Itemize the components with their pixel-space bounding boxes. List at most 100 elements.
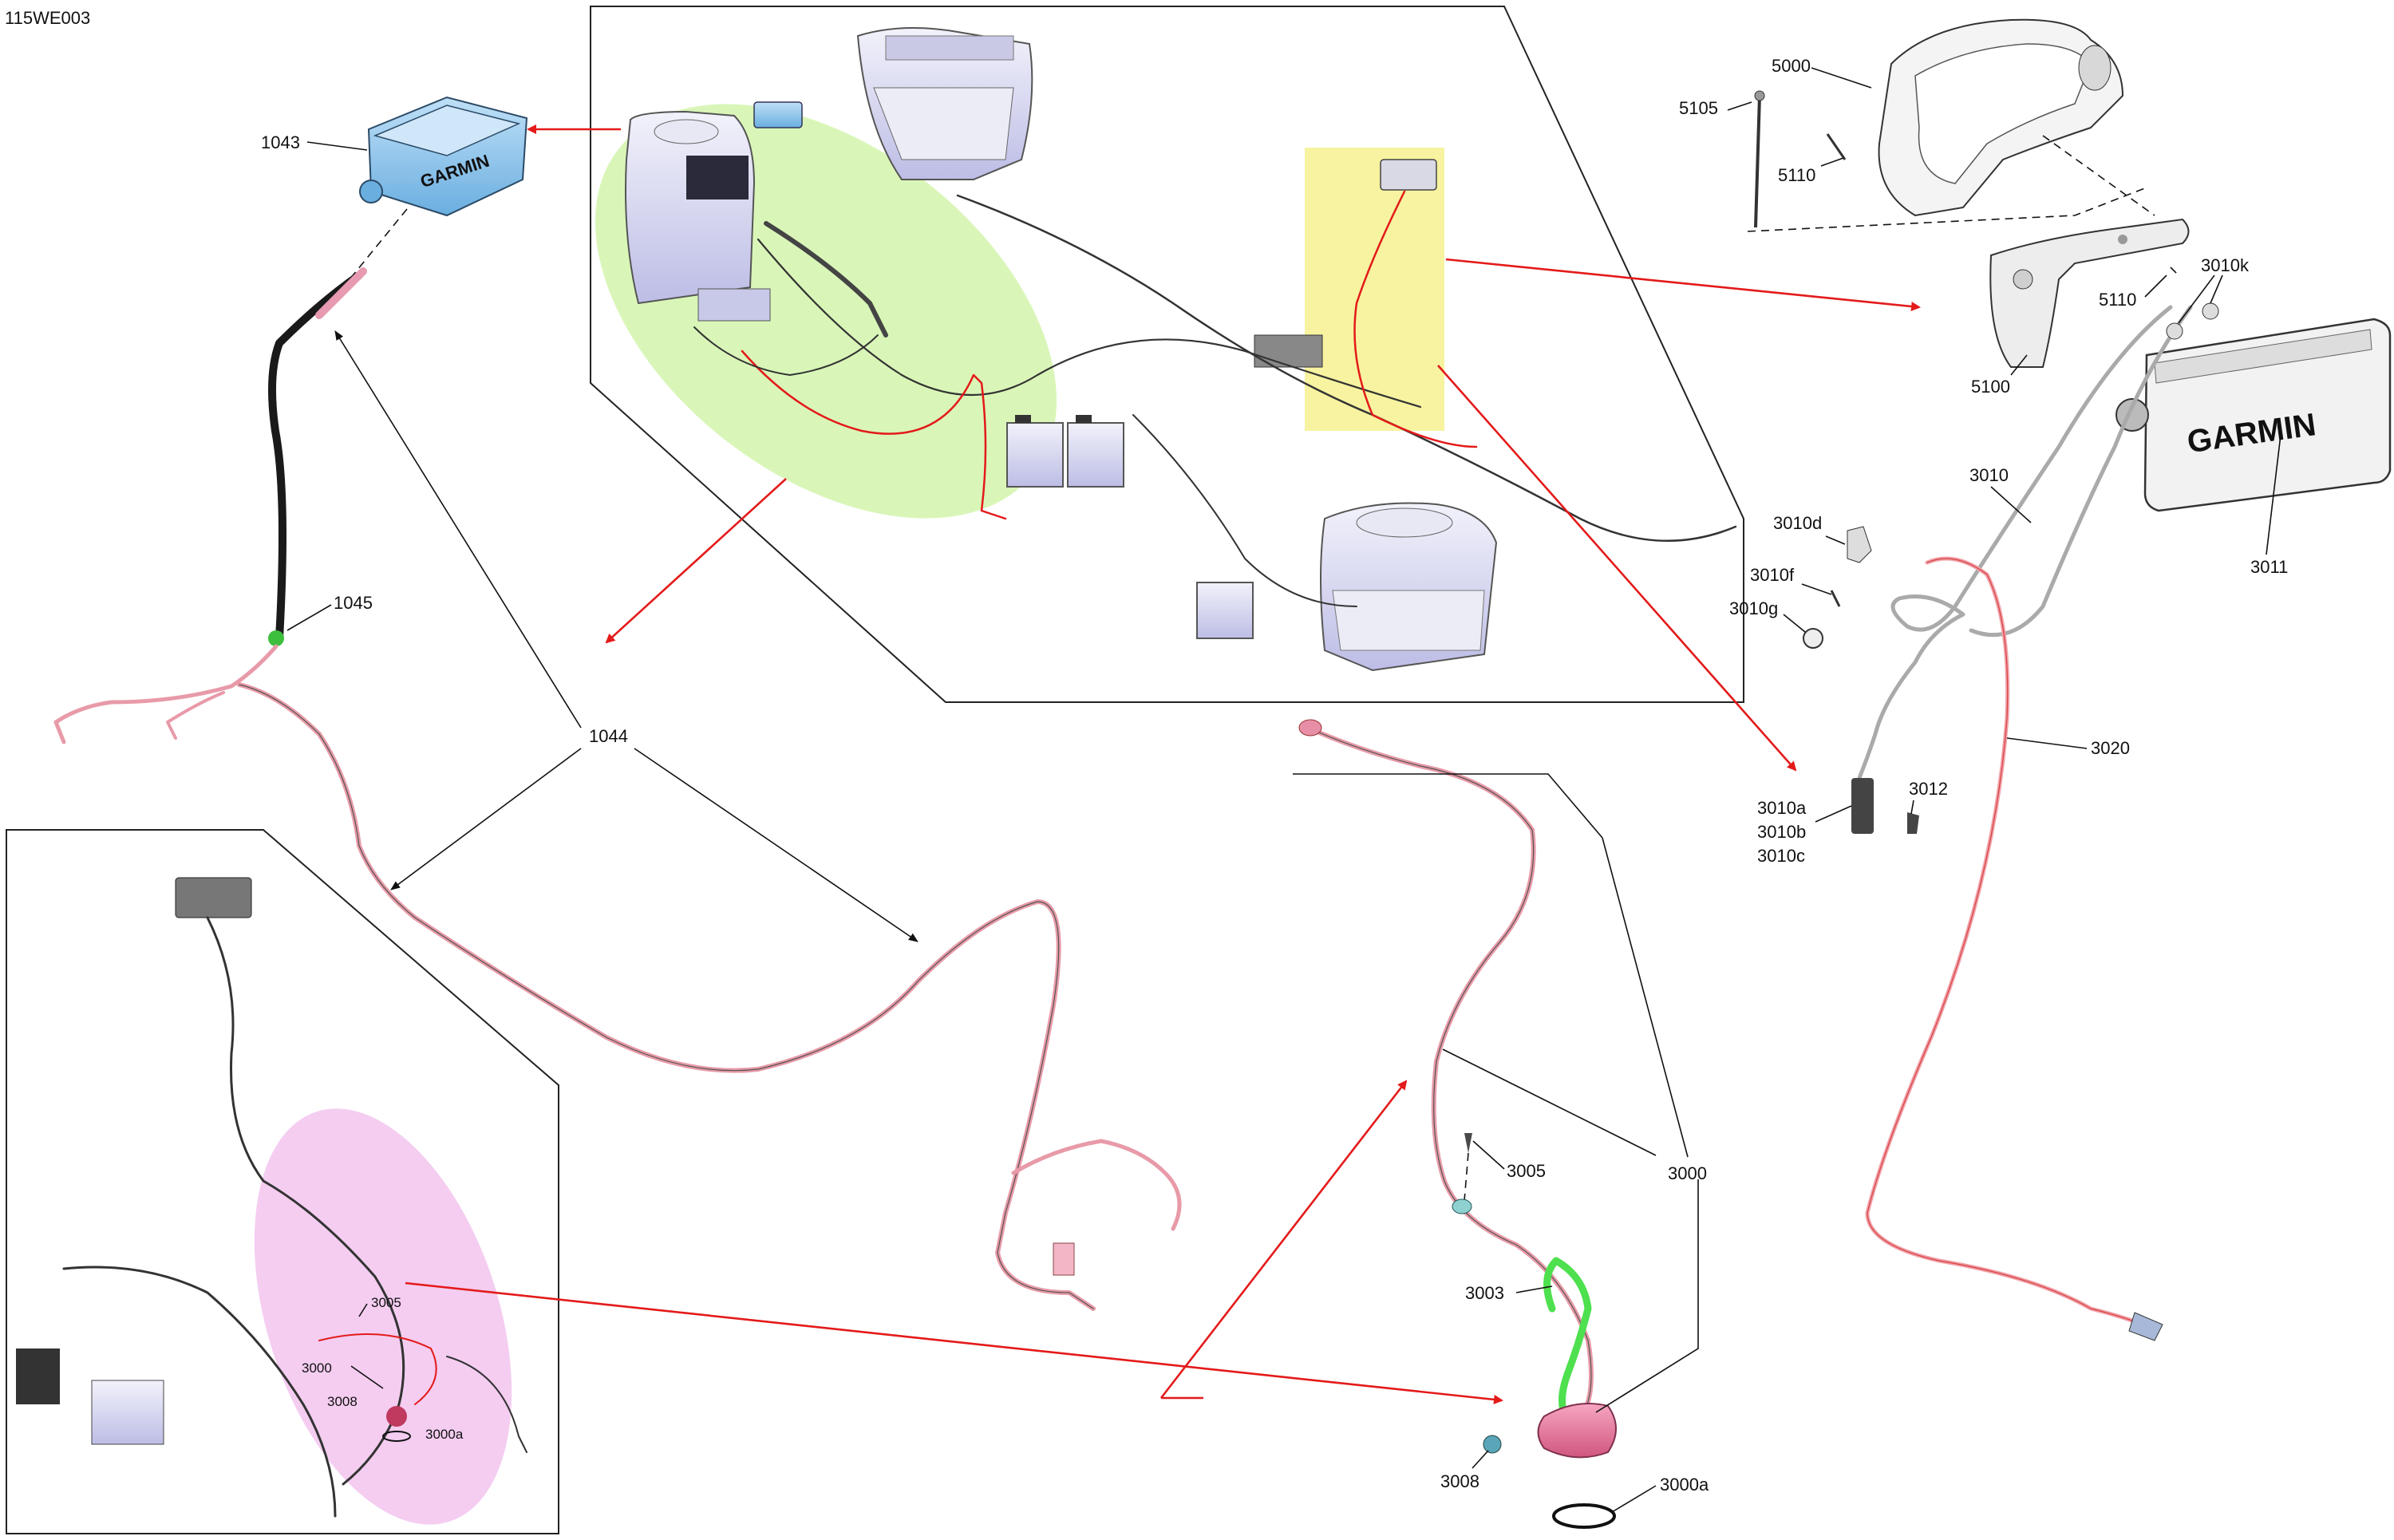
cable-1045-pink-end xyxy=(315,267,367,319)
lead-1044-left xyxy=(390,748,582,890)
callout-3010f: 3010f xyxy=(1750,565,1795,585)
inset-gasket xyxy=(382,1431,411,1442)
hose-3003 xyxy=(1552,1257,1592,1424)
callout-1045: 1045 xyxy=(334,593,373,613)
lead-3010d xyxy=(1825,535,1846,545)
callout-3000a-main: 3000a xyxy=(1660,1475,1709,1495)
inset-display-unit xyxy=(175,877,252,918)
arrow-to-3010a xyxy=(1437,365,1797,772)
lead-3000-mid xyxy=(1442,1048,1657,1156)
dash-5000 xyxy=(1747,187,2147,232)
inset-frame-bottom xyxy=(6,829,559,1534)
inset-harness-main xyxy=(206,916,405,1486)
lead-3012 xyxy=(1910,800,1914,815)
lead-3010 xyxy=(1990,486,2032,523)
lead-3000-top xyxy=(1293,773,1603,839)
lead-3005-inset xyxy=(358,1303,368,1317)
callout-3000a-inset: 3000a xyxy=(425,1427,464,1442)
cable-1045-black xyxy=(268,271,363,642)
lead-5105 xyxy=(1727,101,1752,111)
highlight-green-zone xyxy=(595,104,1057,519)
harness-branch-b xyxy=(1132,414,1357,607)
lead-1045 xyxy=(286,604,332,631)
callout-5105: 5105 xyxy=(1679,98,1718,118)
bracket-cover-5000 xyxy=(1878,18,2124,217)
callout-3011: 3011 xyxy=(2250,557,2288,577)
harness-1044-tail xyxy=(1011,1139,1182,1231)
inset-battery xyxy=(91,1380,164,1445)
lead-3010f xyxy=(1801,583,1832,595)
arrow-to-lower-inset xyxy=(605,478,787,644)
callout-3010k: 3010k xyxy=(2201,255,2250,275)
cable-1045-pigtail xyxy=(53,644,279,744)
lead-5000 xyxy=(1811,67,1872,89)
hose-3003-loop xyxy=(1543,1257,1560,1313)
lead-3000a xyxy=(1611,1485,1657,1513)
callout-5100: 5100 xyxy=(1971,377,2010,397)
lead-3000-right xyxy=(1602,837,1689,1158)
cap-3010k-a xyxy=(2166,322,2183,340)
callout-3010b: 3010b xyxy=(1757,822,1806,842)
lead-3003 xyxy=(1515,1285,1553,1293)
inset-red-wire xyxy=(318,1333,437,1405)
lead-5100 xyxy=(2010,354,2028,376)
module-green-zone xyxy=(697,288,771,322)
callout-3010g: 3010g xyxy=(1729,598,1778,618)
pin-3010f xyxy=(1830,590,1841,607)
cable-3000 xyxy=(1302,724,1594,1415)
lead-3005 xyxy=(1472,1140,1505,1170)
clip-3005 xyxy=(1452,1198,1472,1214)
garmin-module-small xyxy=(753,101,803,128)
screw-5110-a xyxy=(1826,133,1847,160)
battery-single xyxy=(1196,582,1254,639)
callout-3010: 3010 xyxy=(1969,465,2009,485)
screw-3005 xyxy=(1464,1133,1472,1153)
battery-pair xyxy=(1006,415,1124,488)
lead-3011 xyxy=(2266,434,2281,555)
clip-3012 xyxy=(1907,812,1919,834)
harness-branch-a xyxy=(757,238,1422,409)
callout-3010c: 3010c xyxy=(1757,846,1805,866)
garmin-display-3011: GARMIN xyxy=(2115,318,2392,512)
cable-3010-b xyxy=(1969,305,2193,638)
callout-3020: 3020 xyxy=(2091,738,2130,758)
connector-3010d xyxy=(1847,526,1872,563)
callout-3008-main: 3008 xyxy=(1440,1471,1479,1491)
cable-1045-pigtail-b xyxy=(166,691,225,740)
connector-knob-icon xyxy=(359,180,383,203)
callout-1044: 1044 xyxy=(589,726,628,746)
lead-1044-up xyxy=(334,330,582,729)
lead-5110-a xyxy=(1820,157,1844,167)
harness-loop xyxy=(693,326,879,376)
cable-1045-green-clip xyxy=(268,630,284,646)
callout-3005-main: 3005 xyxy=(1507,1161,1546,1181)
callout-5110-a: 5110 xyxy=(1778,165,1815,185)
cable-3000-plug xyxy=(1298,719,1322,736)
bracket-5100 xyxy=(1989,218,2190,368)
cap-3010k-b xyxy=(2202,302,2219,320)
steering-cable xyxy=(764,221,888,338)
cable-3010 xyxy=(1857,305,2173,780)
transducer-3000 xyxy=(1537,1402,1617,1459)
callout-1043: 1043 xyxy=(261,132,300,152)
red-wire-yellow-zone xyxy=(1353,190,1478,448)
gasket-3000a xyxy=(1552,1503,1616,1529)
callout-3010d: 3010d xyxy=(1773,513,1822,533)
inset-frame-top xyxy=(590,6,1744,703)
cable-3020-core xyxy=(1867,558,2143,1325)
cable-3000-core xyxy=(1304,725,1592,1413)
cable-3020-plug xyxy=(2128,1312,2163,1341)
harness-1044-connector xyxy=(1053,1242,1075,1276)
lead-3020 xyxy=(2006,737,2088,749)
callout-5110-b: 5110 xyxy=(2099,290,2136,310)
lead-1043 xyxy=(306,141,368,151)
inset-harness-tail xyxy=(446,1356,527,1453)
inset-harness-branch xyxy=(62,1266,337,1518)
lead-3008 xyxy=(1472,1450,1489,1469)
highlight-pink-zone xyxy=(254,1108,512,1525)
callout-3008-inset: 3008 xyxy=(327,1394,358,1409)
inset-speaker-puck xyxy=(386,1406,407,1427)
callout-3005-inset: 3005 xyxy=(371,1295,401,1310)
highlight-yellow-zone xyxy=(1305,148,1444,431)
lead-3010g xyxy=(1783,614,1806,633)
